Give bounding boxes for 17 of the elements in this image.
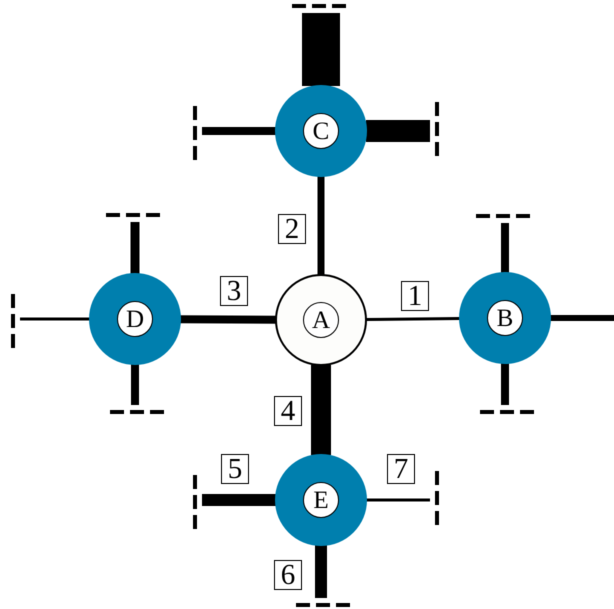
node-letter: B xyxy=(487,300,523,336)
edge-label: 4 xyxy=(274,396,302,426)
edge-label: 2 xyxy=(278,214,306,244)
node-letter: D xyxy=(117,301,153,337)
node-letter: C xyxy=(303,113,339,149)
edge-label: 5 xyxy=(221,454,249,484)
edge-label: 6 xyxy=(274,560,302,590)
connector-line xyxy=(318,176,324,275)
edge-label: 7 xyxy=(387,454,415,484)
edge-label: 3 xyxy=(220,276,248,306)
connector-line xyxy=(180,315,276,324)
edge-label: 1 xyxy=(401,281,429,311)
connector-line xyxy=(366,317,460,321)
connector-line xyxy=(550,315,614,321)
connector-line xyxy=(311,365,331,455)
node-letter: A xyxy=(303,302,339,338)
node-letter: E xyxy=(303,482,339,518)
